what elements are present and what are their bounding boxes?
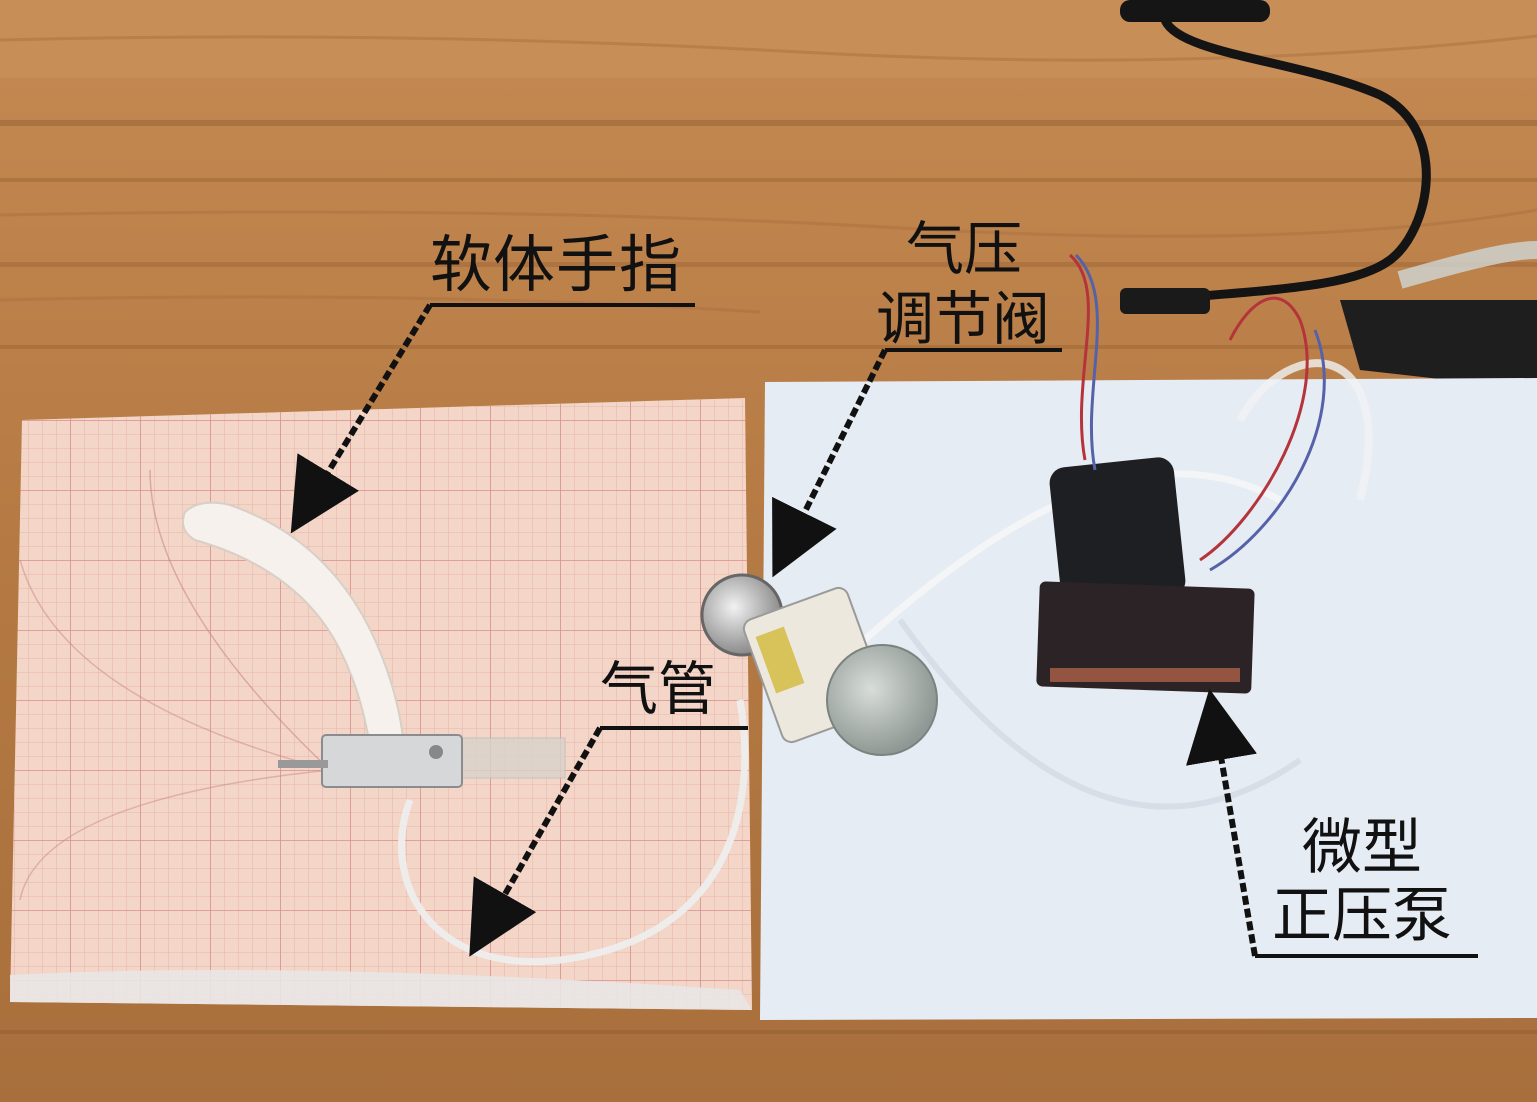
- label-pressure-valve-line1: 气压: [906, 215, 1023, 283]
- label-pressure-valve-line2: 调节阀: [876, 285, 1051, 353]
- foam-sheet: [760, 378, 1537, 1020]
- arrow-micro-pump: [1185, 688, 1478, 958]
- pump-wires: [1069, 253, 1326, 572]
- arrow-soft-finger: [290, 303, 695, 534]
- label-micro-pump-line1: 微型: [1302, 813, 1422, 883]
- arrow-air-tube: [469, 726, 748, 957]
- micro-pump: [1036, 457, 1255, 694]
- power-supply-cable: [1120, 0, 1537, 390]
- pressure-valve: [700, 573, 938, 756]
- label-soft-finger: 软体手指: [430, 228, 683, 301]
- finger-clamp: [278, 734, 566, 788]
- label-air-tube: 气管: [600, 655, 717, 723]
- arrow-pressure-valve: [772, 348, 1062, 578]
- label-micro-pump-line2: 正压泵: [1272, 881, 1452, 951]
